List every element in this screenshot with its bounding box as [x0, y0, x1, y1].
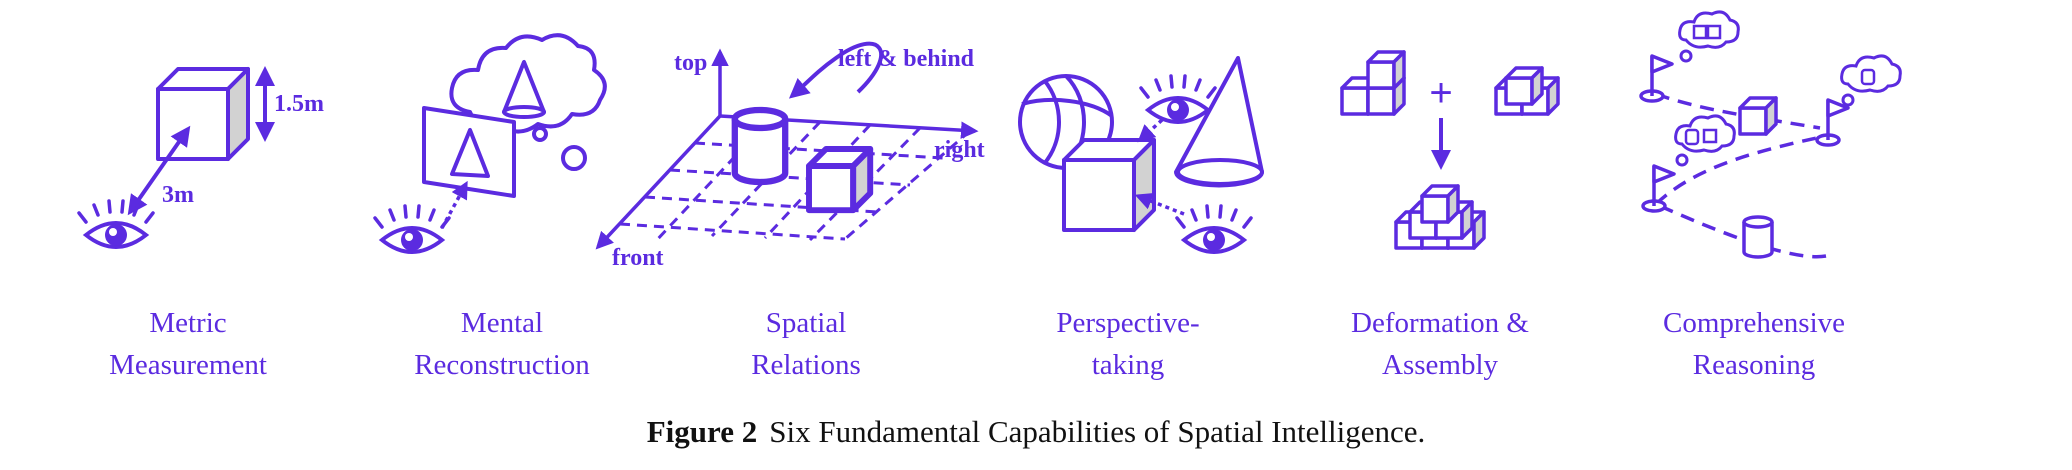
eye-icon [373, 204, 451, 254]
left-behind-label: left & behind [838, 46, 975, 72]
thought-bubble [1840, 54, 1902, 107]
eye-icon [1175, 204, 1253, 254]
distance-label: 3m [162, 182, 194, 208]
eye-icon [1139, 74, 1217, 124]
caption-line-2: Measurement [109, 349, 267, 381]
flag-icon [1639, 54, 1674, 103]
front-label: front [612, 245, 664, 271]
deformation-assembly-illustration: + [1340, 50, 1560, 250]
perspective-taking-illustration [1018, 56, 1264, 232]
metric-measurement-illustration [127, 66, 275, 216]
caption-line-2: taking [1092, 349, 1165, 381]
caption-line-2: Relations [751, 349, 861, 381]
cylinder-icon [735, 110, 785, 182]
eye-icon [77, 199, 155, 249]
caption-line-1: Comprehensive [1663, 307, 1845, 339]
figure-caption: Figure 2 Six Fundamental Capabilities of … [0, 414, 2072, 450]
flag-icon [1641, 164, 1676, 213]
top-label: top [674, 50, 707, 76]
thought-bubble [1674, 114, 1736, 167]
caption-line-1: Perspective- [1056, 307, 1199, 339]
panel-captions: Metric Measurement Mental Reconstruction… [109, 307, 1845, 381]
mental-reconstruction-illustration [422, 33, 607, 229]
right-label: right [934, 137, 985, 163]
height-label: 1.5m [274, 91, 324, 117]
thought-bubble [1678, 10, 1740, 63]
caption-line-2: Assembly [1382, 349, 1499, 381]
caption-line-1: Metric [149, 307, 226, 339]
figure-label: Figure 2 [646, 414, 758, 449]
caption-line-2: Reconstruction [414, 349, 590, 381]
figure-caption-text: Six Fundamental Capabilities of Spatial … [769, 414, 1426, 449]
caption-line-1: Deformation & [1351, 307, 1529, 339]
flag-icon [1815, 98, 1850, 147]
caption-line-1: Spatial [766, 307, 847, 339]
caption-line-1: Mental [461, 307, 543, 339]
caption-line-2: Reasoning [1693, 349, 1815, 381]
cube-icon [1738, 96, 1778, 136]
cube-icon [809, 149, 870, 210]
plus-sign: + [1429, 71, 1452, 115]
cylinder-icon [1742, 215, 1774, 259]
